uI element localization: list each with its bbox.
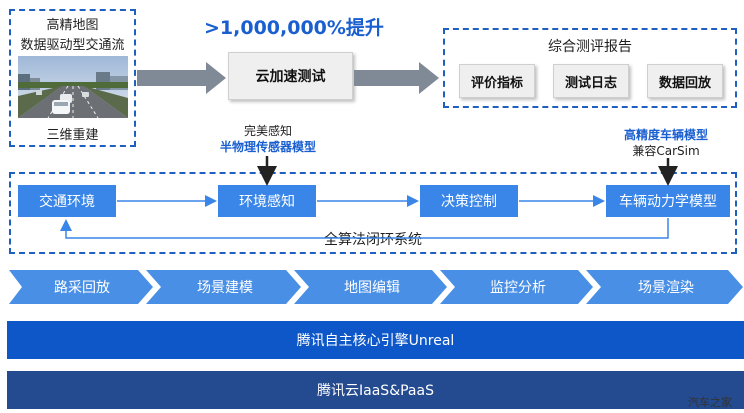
cloud-accelerated-test: 云加速测试 (228, 52, 353, 100)
gray-arrow-right (354, 62, 439, 94)
pipeline-road-replay-label: 路采回放 (54, 280, 110, 296)
traffic-environment-node: 交通环境 (18, 185, 116, 217)
pipeline-scene-modeling-label: 场景建模 (197, 280, 253, 296)
vehicle-model-label: 高精度车辆模型 (623, 127, 708, 142)
decision-control-node: 决策控制 (420, 185, 518, 217)
test-log-button[interactable]: 测试日志 (553, 64, 629, 98)
3d-reconstruction-caption: 三维重建 (46, 127, 99, 143)
watermark: 汽车之家 (688, 396, 732, 409)
gray-arrow-left (137, 62, 226, 94)
closed-loop-label: 全算法闭环系统 (300, 229, 446, 249)
engine-bar: 腾讯自主核心引擎Unreal (7, 321, 744, 359)
report-title: 综合测评报告 (548, 39, 632, 55)
data-playback-button[interactable]: 数据回放 (647, 64, 723, 98)
road-scene-image (18, 56, 128, 118)
evaluation-metrics-button[interactable]: 评价指标 (459, 64, 535, 98)
traffic-flow-title: 数据驱动型交通流 (20, 37, 125, 53)
pipeline-scene-rendering-label: 场景渲染 (638, 280, 694, 296)
carsim-compat-label: 兼容CarSim (632, 143, 700, 158)
hd-map-panel (9, 9, 136, 147)
perfect-perception-label: 完美感知 (243, 123, 292, 138)
hd-map-title: 高精地图 (46, 17, 99, 33)
speedup-headline: >1,000,000%提升 (204, 17, 384, 39)
environment-perception-node: 环境感知 (218, 185, 316, 217)
cloud-bar: 腾讯云IaaS&PaaS (7, 371, 744, 409)
pipeline-map-editing-label: 地图编辑 (344, 280, 400, 296)
closed-loop-panel (9, 172, 737, 254)
evaluation-report-panel (443, 28, 737, 108)
vehicle-dynamics-node: 车辆动力学模型 (606, 185, 730, 217)
pipeline-monitoring-label: 监控分析 (490, 280, 546, 296)
sensor-model-label: 半物理传感器模型 (219, 139, 316, 154)
